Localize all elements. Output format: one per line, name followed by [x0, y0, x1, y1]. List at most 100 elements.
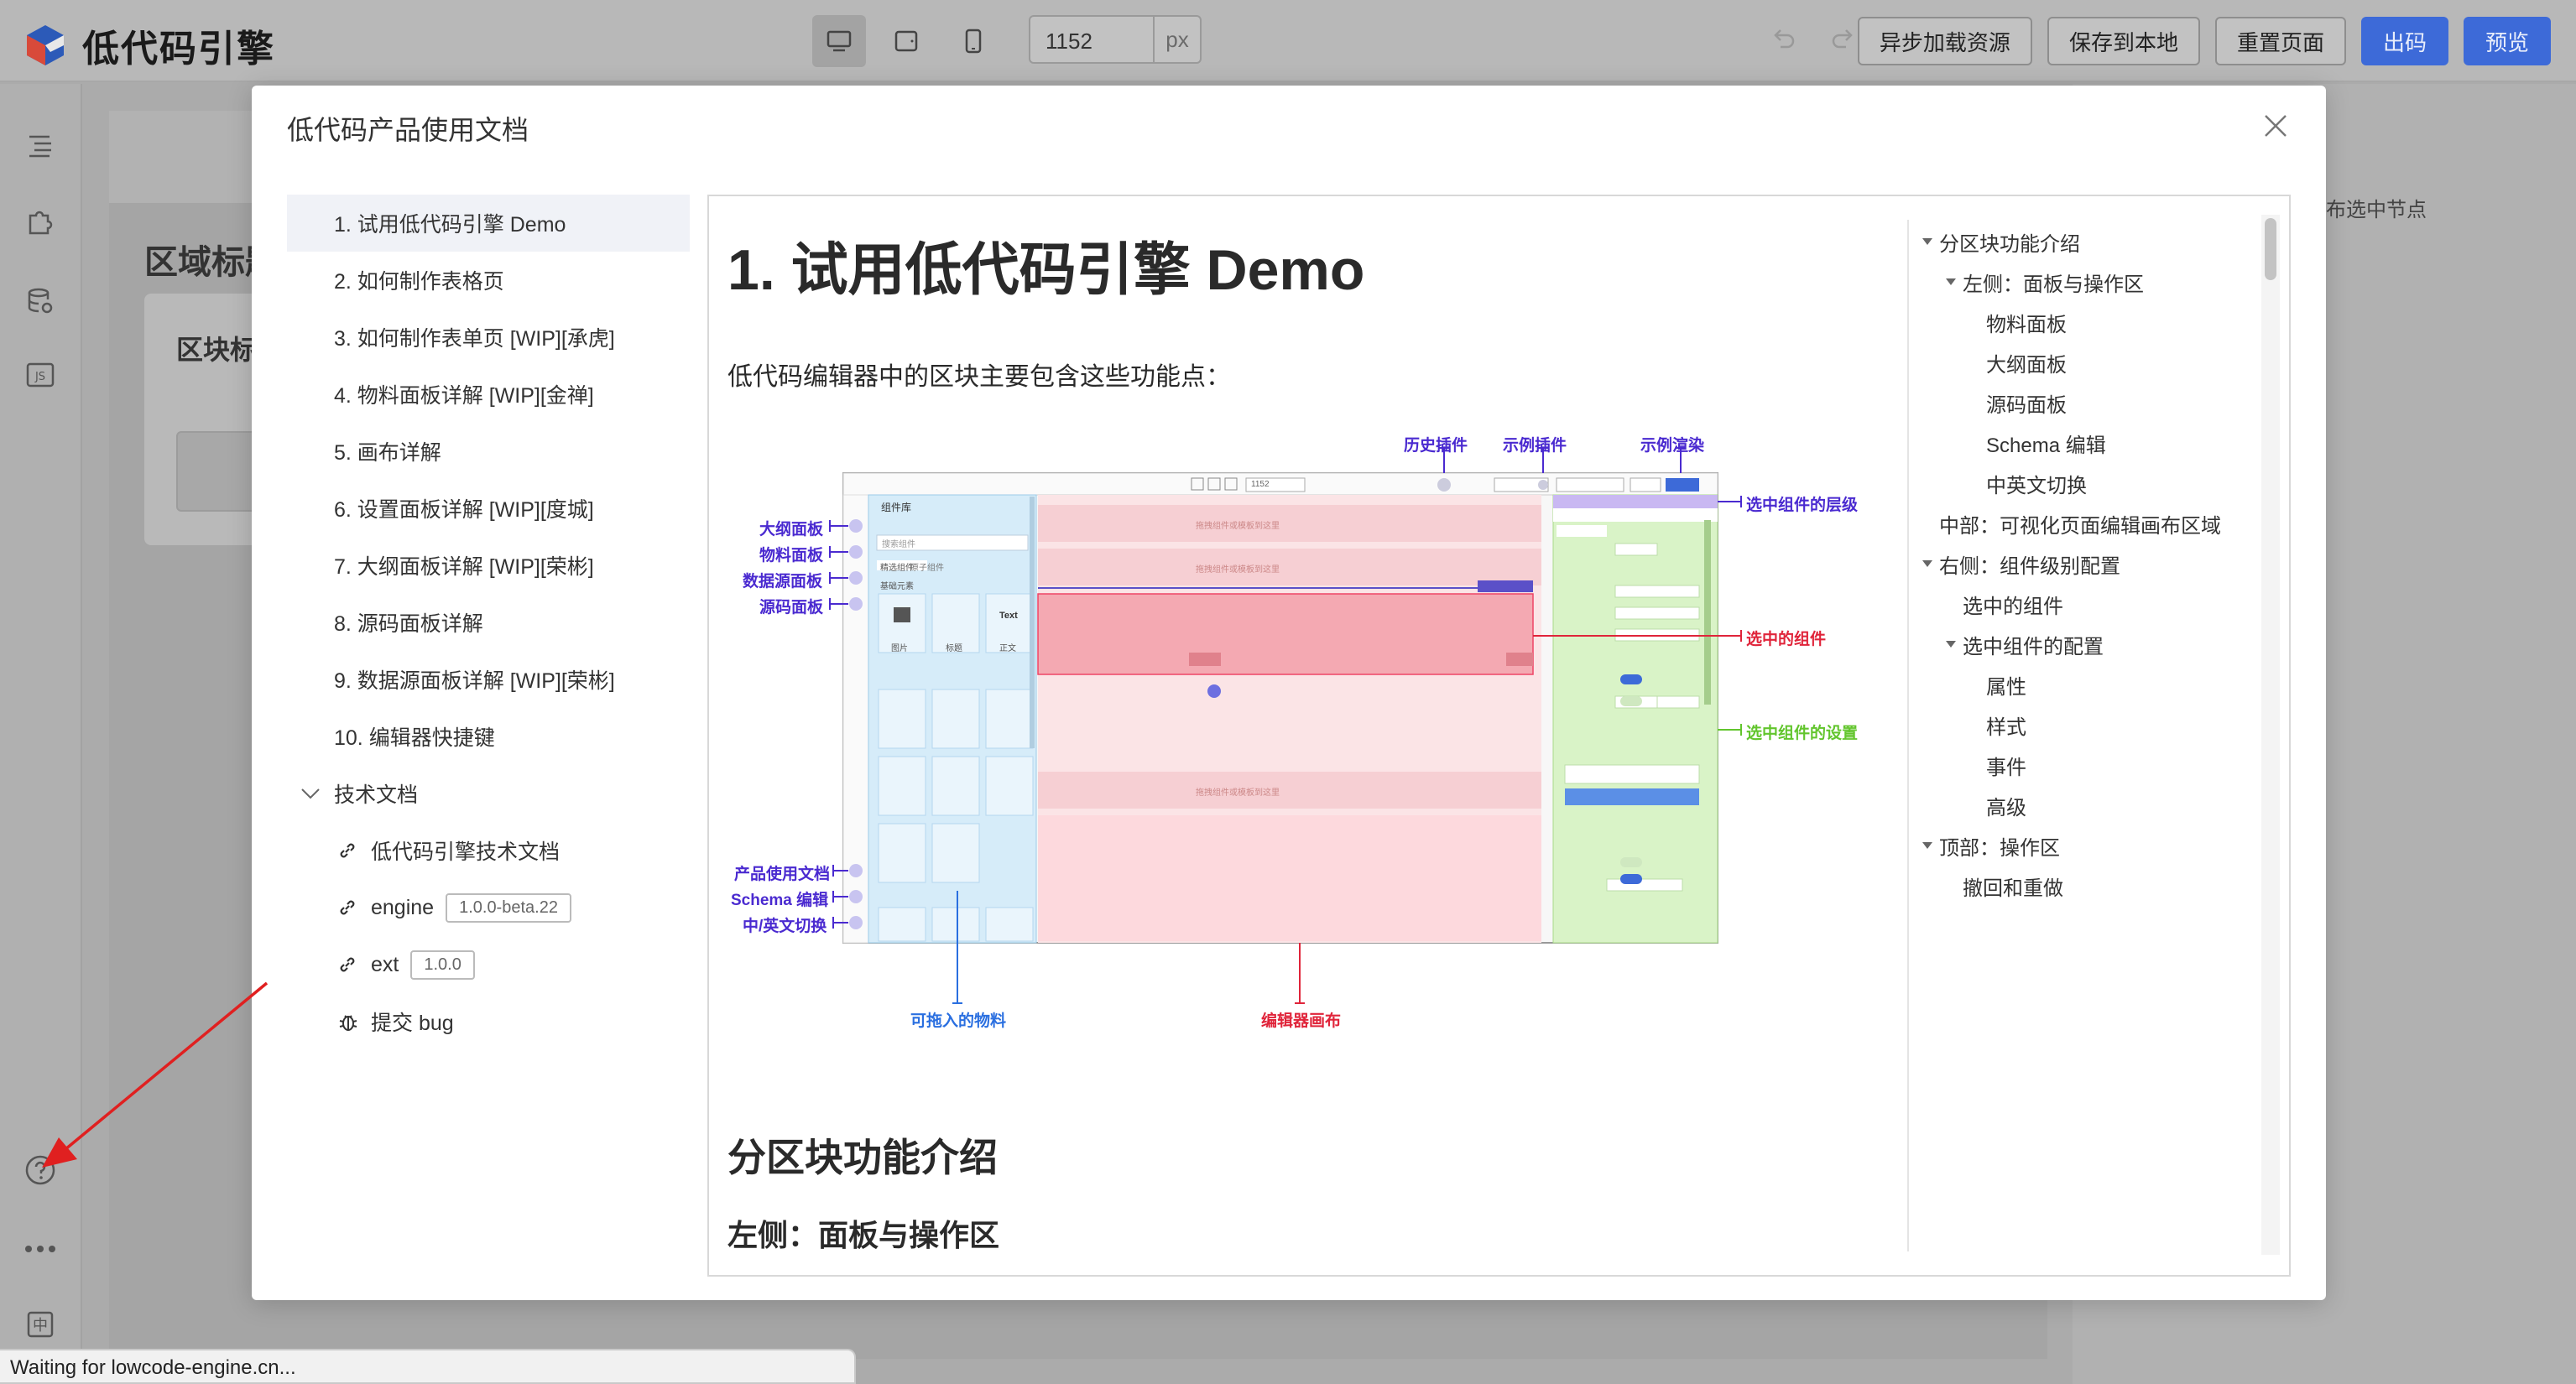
toc-item[interactable]: 顶部：操作区	[1909, 825, 2260, 866]
caret-down-icon[interactable]	[1939, 640, 1963, 648]
toc-item[interactable]: Schema 编辑	[1909, 423, 2260, 463]
toc-item[interactable]: 属性	[1909, 664, 2260, 705]
undo-icon[interactable]	[1770, 25, 1796, 50]
language-switch-button[interactable]: 中	[21, 1305, 60, 1344]
toc-item-label: 高级	[1986, 796, 2026, 819]
nav-group-tech-docs[interactable]: 技术文档	[287, 765, 690, 822]
caret-down-icon[interactable]	[1939, 278, 1963, 286]
toc-item-label: 源码面板	[1986, 393, 2067, 417]
block-card-title: 区块标	[176, 335, 258, 365]
nav-item-datasource-panel[interactable]: 9. 数据源面板详解 [WIP][荣彬]	[334, 669, 615, 693]
toc-item-label: 右侧：组件级别配置	[1939, 554, 2120, 578]
phone-device-button[interactable]	[946, 15, 1000, 67]
toc-item-label: 中英文切换	[1986, 474, 2087, 497]
nav-link-label: 提交 bug	[371, 1012, 454, 1035]
nav-link-engine[interactable]: engine 1.0.0-beta.22	[287, 879, 690, 936]
nav-link-ext[interactable]: ext 1.0.0	[287, 936, 690, 993]
device-switcher	[812, 15, 1014, 67]
label-datasource-panel: 数据源面板	[743, 573, 823, 591]
mini-item-image: 图片	[891, 644, 908, 653]
lang-icon-label: 中	[33, 1317, 48, 1335]
toc-item[interactable]: 样式	[1909, 705, 2260, 745]
toc-item[interactable]: 高级	[1909, 785, 2260, 825]
toc-item[interactable]: 撤回和重做	[1909, 866, 2260, 906]
mini-item-title: 标题	[946, 644, 962, 653]
nav-item-material-panel[interactable]: 4. 物料面板详解 [WIP][金禅]	[334, 384, 594, 408]
toc-item[interactable]: 大纲面板	[1909, 342, 2260, 382]
top-actions: 异步加载资源 保存到本地 重置页面 出码 预览	[1857, 17, 2551, 65]
nav-item-demo[interactable]: 1. 试用低代码引擎 Demo	[287, 195, 690, 252]
doc-scroll-thumb[interactable]	[2265, 218, 2276, 280]
nav-item-shortcuts[interactable]: 10. 编辑器快捷键	[334, 726, 495, 750]
redo-icon[interactable]	[1831, 25, 1856, 50]
version-tag: 1.0.0	[410, 950, 475, 980]
toc-item-label: 撤回和重做	[1963, 877, 2063, 900]
more-button[interactable]	[21, 1230, 60, 1268]
doc-heading: 1. 试用低代码引擎 Demo	[727, 238, 1365, 302]
js-icon-label: JS	[34, 371, 45, 383]
nav-item-table-page[interactable]: 2. 如何制作表格页	[334, 270, 504, 294]
nav-link-tech-docs[interactable]: 低代码引擎技术文档	[287, 822, 690, 879]
toc-item[interactable]: 分区块功能介绍	[1909, 221, 2260, 262]
caret-down-icon[interactable]	[1916, 841, 1939, 850]
help-docs-button[interactable]	[21, 1151, 60, 1189]
nav-link-label: ext	[371, 952, 399, 976]
link-icon	[337, 840, 371, 861]
settings-empty-hint: 布选中节点	[2326, 199, 2427, 221]
more-icon	[25, 1246, 55, 1252]
chevron-down-icon	[287, 788, 334, 799]
bug-icon	[337, 1011, 371, 1033]
nav-item-canvas[interactable]: 5. 画布详解	[334, 441, 441, 465]
label-selected-hierarchy: 选中组件的层级	[1746, 497, 1859, 514]
outline-pane-button[interactable]	[21, 126, 60, 164]
toc-item[interactable]: 选中组件的配置	[1909, 624, 2260, 664]
logo-icon	[27, 25, 64, 65]
caret-down-icon[interactable]	[1916, 237, 1939, 246]
toc-item[interactable]: 左侧：面板与操作区	[1909, 262, 2260, 302]
mini-search: 搜索组件	[882, 540, 915, 549]
toc-item[interactable]: 事件	[1909, 745, 2260, 785]
canvas-width-input[interactable]: 1152	[1046, 29, 1092, 54]
nav-item-source-panel[interactable]: 8. 源码面板详解	[334, 612, 483, 636]
toc-item-label: 中部：可视化页面编辑画布区域	[1939, 514, 2221, 538]
toc-item[interactable]: 右侧：组件级别配置	[1909, 544, 2260, 584]
save-local-button[interactable]: 保存到本地	[2047, 17, 2200, 65]
tablet-device-button[interactable]	[879, 15, 933, 67]
caret-down-icon[interactable]	[1916, 559, 1939, 568]
outline-icon	[29, 135, 51, 158]
close-icon[interactable]	[2259, 109, 2292, 143]
code-pane-button[interactable]: JS	[21, 356, 60, 394]
label-sample-plugin: 示例插件	[1503, 437, 1567, 455]
mini-item-text: 正文	[999, 644, 1016, 653]
toc-item[interactable]: 中部：可视化页面编辑画布区域	[1909, 503, 2260, 544]
plugin-icon	[29, 211, 53, 235]
nav-item-settings-panel[interactable]: 6. 设置面板详解 [WIP][度城]	[334, 498, 594, 522]
datasource-pane-button[interactable]	[21, 282, 60, 320]
browser-status-bar: Waiting for lowcode-engine.cn...	[0, 1349, 856, 1384]
canvas-width-field[interactable]: 1152 px	[1029, 15, 1202, 64]
toc-item-label: Schema 编辑	[1986, 434, 2106, 457]
doc-subsection-heading: 左侧：面板与操作区	[727, 1218, 1000, 1252]
nav-item-outline-panel[interactable]: 7. 大纲面板详解 [WIP][荣彬]	[334, 555, 594, 579]
desktop-device-button[interactable]	[812, 15, 866, 67]
component-pane-button[interactable]	[21, 203, 60, 242]
toc-item[interactable]: 源码面板	[1909, 382, 2260, 423]
toc-item-label: 顶部：操作区	[1939, 836, 2060, 860]
doc-scrollbar[interactable]	[2261, 215, 2280, 1255]
nav-item-form-page[interactable]: 3. 如何制作表单页 [WIP][承虎]	[334, 327, 615, 351]
async-load-button[interactable]: 异步加载资源	[1857, 17, 2032, 65]
mini-width: 1152	[1251, 480, 1270, 489]
mini-tab-featured: 精选组件	[880, 564, 914, 573]
nav-link-submit-bug[interactable]: 提交 bug	[287, 993, 690, 1050]
toc-item-label: 样式	[1986, 715, 2026, 739]
reset-page-button[interactable]: 重置页面	[2214, 17, 2346, 65]
mini-panel-title: 组件库	[881, 502, 912, 513]
link-icon	[337, 898, 371, 918]
mini-canvas-hint: 拖拽组件或模板到这里	[1196, 522, 1280, 531]
toc-item[interactable]: 中英文切换	[1909, 463, 2260, 503]
preview-button[interactable]: 预览	[2463, 17, 2551, 65]
toc-item[interactable]: 物料面板	[1909, 302, 2260, 342]
toc-item[interactable]: 选中的组件	[1909, 584, 2260, 624]
export-code-button[interactable]: 出码	[2360, 17, 2448, 65]
toc-item-label: 选中的组件	[1963, 595, 2063, 618]
